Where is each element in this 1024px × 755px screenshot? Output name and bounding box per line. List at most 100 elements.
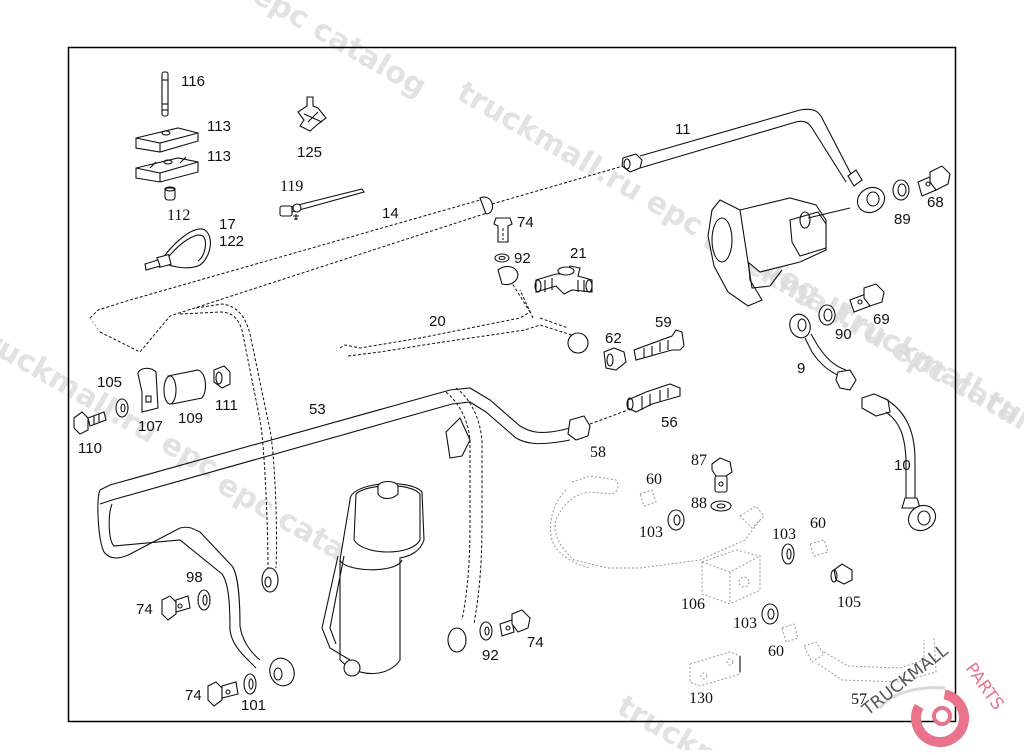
label-103[interactable]: 103 [639,524,663,541]
part-88-sealing-ring[interactable] [710,500,732,512]
part-92-sealing-ring[interactable] [479,621,493,641]
label-110[interactable]: 110 [78,440,102,457]
label-106[interactable]: 106 [681,596,705,613]
label-111[interactable]: 111 [215,397,238,414]
part-112-sleeve[interactable] [164,186,176,201]
label-103[interactable]: 103 [733,615,757,632]
part-56-connector[interactable] [626,383,681,413]
label-88[interactable]: 88 [691,495,707,512]
label-59[interactable]: 59 [655,314,672,331]
label-107[interactable]: 107 [138,418,163,435]
label-90[interactable]: 90 [835,326,852,343]
part-9-fuel-line[interactable] [786,311,857,391]
label-125[interactable]: 125 [297,144,322,161]
label-105[interactable]: 105 [837,594,861,611]
part-106-distributor-block[interactable] [701,549,761,605]
label-74[interactable]: 74 [527,634,544,651]
label-62[interactable]: 62 [605,330,622,347]
part-17-122-cable-tie[interactable] [144,228,211,271]
part-111-nut[interactable] [213,365,231,389]
part-116-stud[interactable] [161,71,169,117]
part-119-cable-tie[interactable] [279,188,365,220]
label-112[interactable]: 112 [167,207,190,224]
label-57[interactable]: 57 [851,691,867,708]
part-21-t-connector[interactable] [534,265,593,295]
part-20-fuel-line-y[interactable] [339,265,589,357]
label-58[interactable]: 58 [590,444,606,461]
part-107-clip[interactable] [137,367,159,413]
label-109[interactable]: 109 [178,410,203,427]
label-68[interactable]: 68 [927,194,944,211]
label-122[interactable]: 122 [219,233,244,250]
part-14-fuel-line[interactable] [89,163,631,353]
label-10[interactable]: 10 [894,457,911,474]
label-60[interactable]: 60 [768,643,784,660]
label-56[interactable]: 56 [661,414,678,431]
part-98-sealing-ring[interactable] [197,589,211,611]
part-dashed-return-lines[interactable] [179,303,483,653]
part-113-clamp-lower[interactable] [135,156,199,183]
label-17[interactable]: 17 [219,216,236,233]
part-89-sealing-ring[interactable] [892,179,910,201]
part-90-sealing-ring[interactable] [818,304,836,326]
label-116[interactable]: 116 [181,73,205,90]
part-130-bracket[interactable] [689,651,741,687]
truckmall-parts-logo: TRUCKMALL PARTS [858,641,1008,747]
part-92-sealing-ring[interactable] [494,253,510,263]
label-105[interactable]: 105 [97,374,122,391]
label-9[interactable]: 9 [797,360,805,377]
part-105-plug[interactable] [830,563,853,585]
label-21[interactable]: 21 [570,245,587,262]
part-87-banjo-bolt[interactable] [711,457,733,493]
label-11[interactable]: 11 [675,121,691,138]
part-103-sealing-ring[interactable] [781,543,795,565]
part-58-fuel-line[interactable] [550,475,765,569]
logo-text-parts: PARTS [961,659,1008,714]
part-62-nut[interactable] [603,347,627,371]
part-11-fuel-line[interactable] [621,108,889,217]
label-14[interactable]: 14 [382,205,399,222]
part-101-sealing-ring[interactable] [243,673,257,695]
label-74[interactable]: 74 [136,601,153,618]
label-74[interactable]: 74 [185,687,202,704]
part-57-fuel-line[interactable] [803,635,937,683]
part-60-connector[interactable] [781,623,799,643]
part-105-washer[interactable] [115,398,129,418]
label-74[interactable]: 74 [517,214,534,231]
part-74-banjo-bolt[interactable] [499,609,531,637]
label-130[interactable]: 130 [689,690,713,707]
label-103[interactable]: 103 [772,526,796,543]
part-60-connector[interactable] [809,539,829,557]
part-110-bolt[interactable] [73,411,107,435]
part-74-banjo-bolt[interactable] [161,595,191,621]
part-53-fuel-line[interactable] [97,387,629,689]
part-69-banjo-bolt[interactable] [849,283,885,313]
label-87[interactable]: 87 [691,452,707,469]
part-125-clip[interactable] [297,96,327,132]
part-74-banjo-bolt[interactable] [493,217,513,243]
label-113[interactable]: 113 [207,118,231,135]
part-103-sealing-ring[interactable] [667,509,685,531]
label-98[interactable]: 98 [186,569,203,586]
label-53[interactable]: 53 [309,401,326,418]
label-20[interactable]: 20 [429,313,446,330]
part-113-clamp-upper[interactable] [135,127,199,153]
part-103-sealing-ring[interactable] [761,603,779,625]
label-113[interactable]: 113 [207,148,231,165]
part-74-banjo-bolt[interactable] [207,681,239,707]
label-89[interactable]: 89 [894,211,911,228]
part-68-banjo-bolt[interactable] [917,165,951,197]
label-60[interactable]: 60 [810,515,826,532]
gear-hub [932,706,952,726]
part-10-fuel-line[interactable] [861,393,940,535]
part-59-hose-nipple[interactable] [633,329,685,361]
part-109-spacer[interactable] [163,369,207,405]
label-119[interactable]: 119 [280,178,303,195]
label-60[interactable]: 60 [646,471,662,488]
label-101[interactable]: 101 [241,697,266,714]
watermark-text: truckmall.ru epc [0,317,224,486]
part-60-connector[interactable] [639,489,657,507]
label-92[interactable]: 92 [482,647,499,664]
label-92[interactable]: 92 [514,250,531,267]
label-69[interactable]: 69 [873,311,890,328]
